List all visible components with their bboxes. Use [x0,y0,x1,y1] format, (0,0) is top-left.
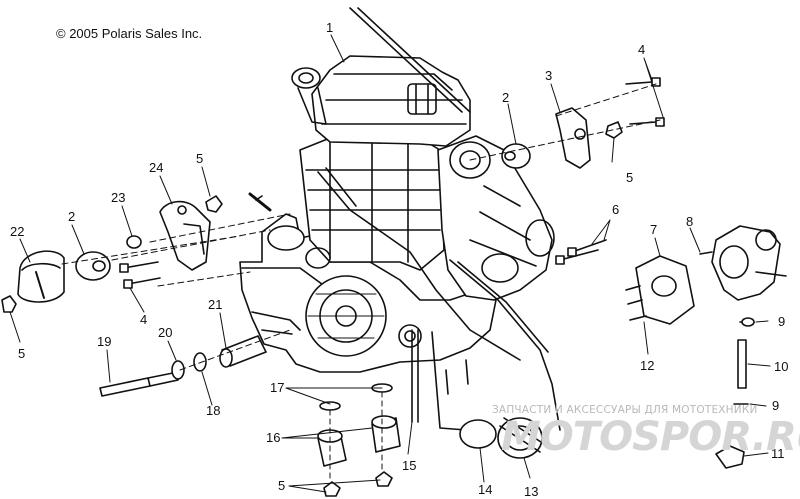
bottom-mount-assembly [317,383,401,497]
callout-3: 3 [545,68,552,83]
callout-22: 22 [10,224,24,239]
callout-5: 5 [626,170,633,185]
callout-14: 14 [478,482,492,497]
engine-assembly [239,7,561,441]
callout-19: 19 [97,334,111,349]
callout-8: 8 [686,214,693,229]
callout-23: 23 [111,190,125,205]
copyright-notice: © 2005 Polaris Sales Inc. [56,26,203,41]
right-mount-assembly [445,77,787,469]
callout-7: 7 [650,222,657,237]
leader-lines [9,34,771,493]
callout-9: 9 [772,398,779,413]
left-mount-assembly [1,195,291,397]
callout-4: 4 [638,42,645,57]
callout-labels: 1 2 3 4 5 5 6 7 8 9 10 9 11 12 13 14 15 … [10,20,788,499]
callout-6: 6 [612,202,619,217]
callout-5: 5 [278,478,285,493]
callout-5: 5 [18,346,25,361]
callout-2: 2 [502,90,509,105]
watermark-logo: MOTOSPOR.RU [501,414,800,460]
callout-13: 13 [524,484,538,499]
callout-18: 18 [206,403,220,418]
callout-15: 15 [402,458,416,473]
callout-10: 10 [774,359,788,374]
callout-2: 2 [68,209,75,224]
callout-1: 1 [326,20,333,35]
callout-11: 11 [771,446,785,461]
callout-4: 4 [140,312,147,327]
callout-21: 21 [208,297,222,312]
watermark-text: ЗАПЧАСТИ И АКСЕССУАРЫ ДЛЯ МОТОТЕХНИКИ [492,404,758,416]
callout-9: 9 [778,314,785,329]
callout-16: 16 [266,430,280,445]
callout-17: 17 [270,380,284,395]
callout-24: 24 [149,160,163,175]
callout-20: 20 [158,325,172,340]
callout-5: 5 [196,151,203,166]
callout-12: 12 [640,358,654,373]
